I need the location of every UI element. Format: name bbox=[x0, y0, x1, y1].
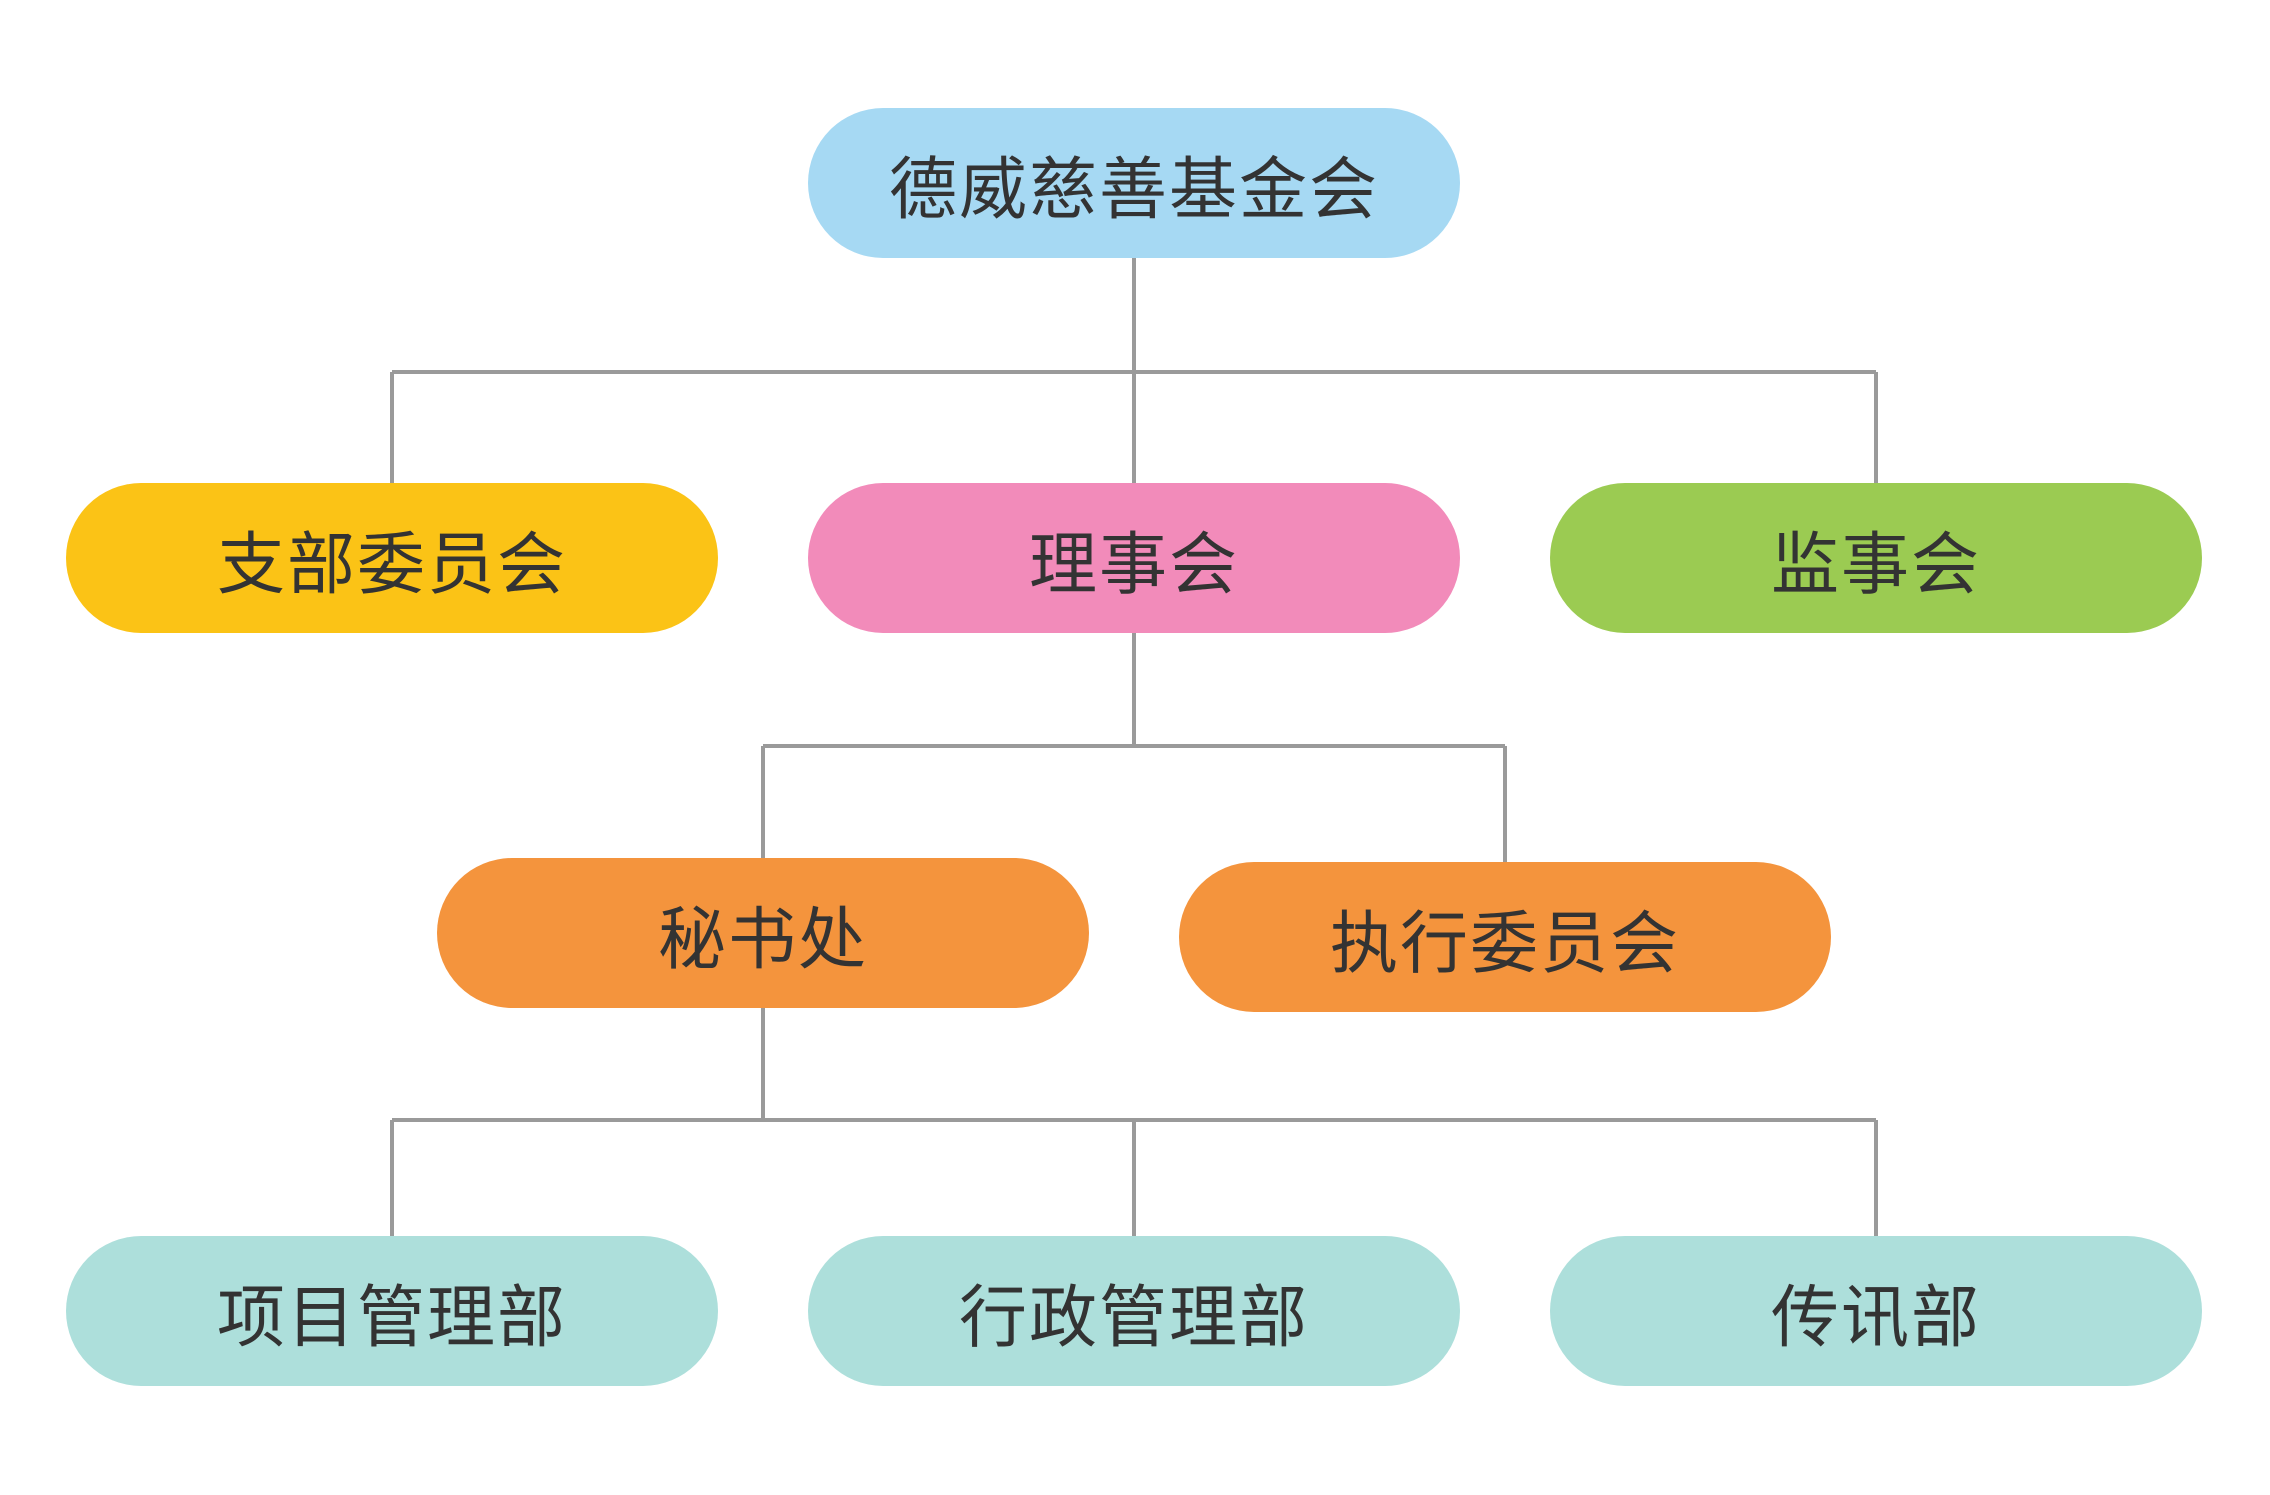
node-communications: 传讯部 bbox=[1550, 1236, 2202, 1386]
node-project-management-label: 项目管理部 bbox=[216, 1278, 567, 1358]
root-node-foundation: 德威慈善基金会 bbox=[808, 108, 1460, 258]
node-branch-committee: 支部委员会 bbox=[66, 483, 718, 633]
node-board-label: 理事会 bbox=[1028, 525, 1239, 605]
node-supervisory-board-label: 监事会 bbox=[1770, 525, 1981, 605]
node-administration-management: 行政管理部 bbox=[808, 1236, 1460, 1386]
node-board: 理事会 bbox=[808, 483, 1460, 633]
node-executive-committee-label: 执行委员会 bbox=[1329, 904, 1680, 984]
node-administration-management-label: 行政管理部 bbox=[958, 1278, 1309, 1358]
node-executive-committee: 执行委员会 bbox=[1179, 862, 1831, 1012]
node-secretariat: 秘书处 bbox=[437, 858, 1089, 1008]
node-secretariat-label: 秘书处 bbox=[657, 900, 868, 980]
node-supervisory-board: 监事会 bbox=[1550, 483, 2202, 633]
node-branch-committee-label: 支部委员会 bbox=[216, 525, 567, 605]
root-node-label: 德威慈善基金会 bbox=[888, 150, 1379, 230]
node-project-management: 项目管理部 bbox=[66, 1236, 718, 1386]
node-communications-label: 传讯部 bbox=[1770, 1278, 1981, 1358]
